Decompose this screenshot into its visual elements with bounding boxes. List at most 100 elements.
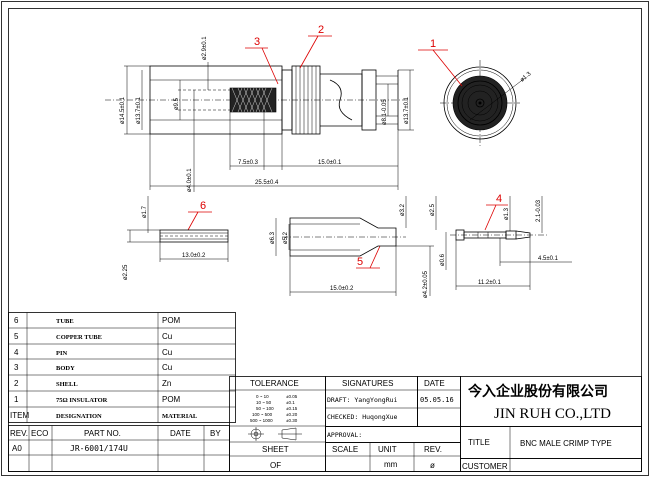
company-name-cn: 今入企业股份有限公司 [467, 383, 608, 400]
bom-row-3-mat: Cu [162, 363, 172, 372]
bom-header-material: MATERIAL [162, 413, 198, 420]
tol-row-3-val: ±0.15 [286, 406, 298, 411]
sheet-label: SHEET [262, 445, 289, 454]
tol-row-4-val: ±0.20 [286, 412, 298, 417]
tolerance-label: TOLERANCE [250, 379, 299, 388]
ferrule-phi52-text: ø5.2 [283, 231, 289, 244]
sheet-of: OF [270, 461, 281, 470]
pin-phi25-text: ø2.5 [430, 203, 436, 216]
rev-header-date: DATE [170, 429, 191, 438]
tol-row-5-val: ±0.30 [286, 418, 298, 423]
tube-part-view: ø1.7 ø2.25 13.0±0.2 [123, 196, 229, 280]
title-label: TITLE [468, 438, 490, 447]
rev-header-rev: REV. [10, 429, 28, 438]
ferrule-phi42-text: ø4.2±0.05 [423, 270, 429, 298]
bom-row-5-desig: COPPER TUBE [56, 334, 102, 341]
tol-row-5-range: 500 ~ 1000 [250, 418, 273, 423]
dim-phi40-text: ø4.0±0.1 [187, 168, 193, 192]
revision-table: REV. ECO PART NO. DATE BY A0 JR-6001/174… [8, 425, 230, 472]
balloon-5: 5 [357, 256, 363, 268]
bom-row-6-item: 6 [14, 316, 19, 325]
connector-side-view [105, 65, 410, 135]
projection-symbol-icon [248, 427, 302, 441]
dim-75-text: 7.5±0.3 [238, 160, 259, 166]
dim-phi95-text: ø9.5 [174, 97, 180, 110]
balloon-2: 2 [318, 24, 324, 36]
bom-table: 6 TUBE POM 5 COPPER TUBE Cu 4 PIN Cu 3 B… [8, 312, 236, 423]
tol-row-3-range: 50 ~ 100 [256, 406, 274, 411]
copper-tube-part-view: ø6.3 ø5.2 ø3.2 ø4.2±0.05 15.0±0.2 [270, 196, 434, 298]
tube-phi17-text: ø1.7 [142, 205, 148, 218]
date-label: DATE [424, 379, 445, 388]
pin-45-text: 4.5±0.1 [538, 256, 559, 262]
dim-phi81-text: ø8.1-0.05 [382, 99, 388, 125]
tolerance-block: TOLERANCE 0 ~ 10 ±0.05 10 ~ 50 ±0.1 50 ~… [229, 376, 326, 472]
balloon-6: 6 [200, 200, 206, 212]
dim-phi29-text: ø2.9±0.1 [202, 36, 208, 60]
balloon-3: 3 [254, 36, 260, 48]
bom-row-2-item: 2 [14, 379, 19, 388]
tol-row-1-val: ±0.05 [286, 394, 298, 399]
scale-label: SCALE [332, 445, 358, 454]
rev-header-eco: ECO [31, 429, 48, 438]
bom-row-5-mat: Cu [162, 332, 172, 341]
ferrule-phi63-text: ø6.3 [270, 231, 276, 244]
bom-row-1-item: 1 [14, 395, 19, 404]
bom-row-5-item: 5 [14, 332, 19, 341]
pin-part-view: ø2.5 ø1.3 2.1-0.03 ø0.6 4.5±0.1 11.2±0.1 [430, 196, 572, 290]
draft-name: DRAFT: YangYongRui [327, 396, 398, 404]
rev-value: ø [430, 461, 435, 470]
balloon-callouts: 1 2 3 4 5 6 [187, 24, 508, 269]
bom-header-designation: DESIGNATION [56, 413, 102, 420]
pin-21-text: 2.1-0.03 [536, 199, 542, 222]
drawing-title: BNC MALE CRIMP TYPE [520, 439, 612, 448]
title-block: 今入企业股份有限公司 JIN RUH CO.,LTD TITLE BNC MAL… [460, 376, 642, 472]
dim-150-text: 15.0±0.1 [318, 160, 342, 166]
bom-row-4-mat: Cu [162, 348, 172, 357]
customer-label: CUSTOMER [462, 462, 508, 471]
rev-label: REV. [424, 445, 442, 454]
signatures-label: SIGNATURES [342, 379, 393, 388]
tol-row-4-range: 100 ~ 500 [252, 412, 273, 417]
bom-row-3-item: 3 [14, 363, 19, 372]
bom-row-1-desig: 75Ω INSULATOR [56, 397, 108, 404]
bom-row-4-item: 4 [14, 348, 19, 357]
connector-end-view: ø1.3 [440, 60, 533, 148]
bom-row-2-mat: Zn [162, 379, 171, 388]
checked-name: CHECKED: HuqongXue [327, 413, 398, 421]
unit-value: mm [384, 460, 398, 469]
pin-112-text: 11.2±0.1 [478, 280, 502, 286]
rev-row-part: JR-6001/174U [70, 444, 128, 453]
bom-row-1-mat: POM [162, 395, 181, 404]
rev-header-part: PART NO. [84, 429, 121, 438]
ferrule-phi32-text: ø3.2 [400, 203, 406, 216]
bom-header-item: ITEM [10, 411, 29, 420]
end-view-phi13-text: ø1.3 [519, 71, 533, 84]
balloon-1: 1 [430, 38, 436, 50]
company-name-en: JIN RUH CO.,LTD [494, 406, 611, 422]
bom-row-4-desig: PIN [56, 350, 68, 357]
bom-row-6-mat: POM [162, 316, 181, 325]
tube-phi225-text: ø2.25 [123, 264, 129, 280]
top-view-dimensions: ø2.9±0.1 ø14.5±0.1 ø13.7±0.1 ø9.5 ø4.0±0… [120, 36, 414, 192]
dim-phi137r-text: ø13.7±0.1 [404, 96, 410, 124]
approval-label: APPROVAL: [327, 431, 362, 439]
ferrule-150-text: 15.0±0.2 [330, 286, 354, 292]
bom-row-3-desig: BODY [56, 365, 75, 372]
rev-header-by: BY [210, 429, 221, 438]
tube-130-text: 13.0±0.2 [182, 253, 206, 259]
bom-row-6-desig: TUBE [56, 318, 74, 325]
unit-label: UNIT [378, 445, 397, 454]
signatures-block: SIGNATURES DATE DRAFT: YangYongRui 05.05… [325, 376, 461, 472]
dim-phi145-text: ø14.5±0.1 [120, 96, 126, 124]
tol-row-2-val: ±0.1 [286, 400, 295, 405]
bom-row-2-desig: SHELL [56, 381, 78, 388]
tol-row-1-range: 0 ~ 10 [256, 394, 269, 399]
dim-phi137-text: ø13.7±0.1 [136, 96, 142, 124]
rev-row-rev: A0 [12, 444, 22, 453]
pin-phi13-text: ø1.3 [504, 207, 510, 220]
pin-phi06-text: ø0.6 [440, 253, 446, 266]
dim-255-text: 25.5±0.4 [255, 180, 279, 186]
